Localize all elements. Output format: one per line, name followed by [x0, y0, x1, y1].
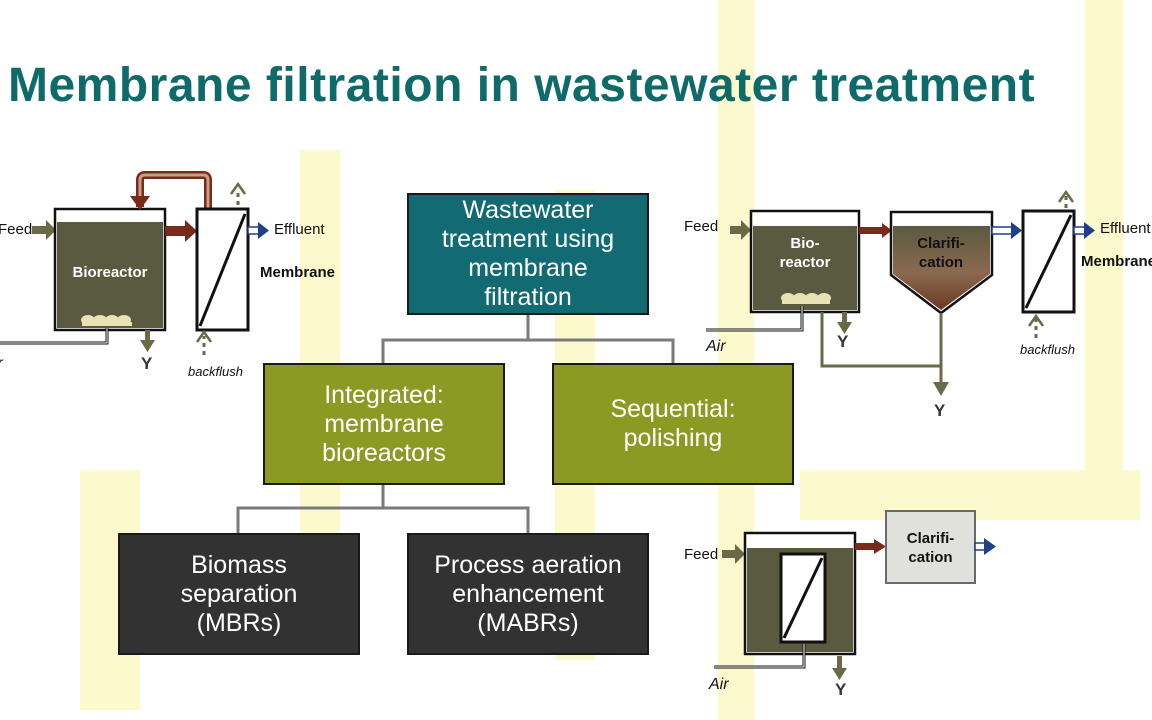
right-backflush-label: backflush: [1020, 342, 1075, 357]
left-y-label: Y: [141, 354, 153, 373]
left-effluent-label: Effluent: [274, 221, 325, 238]
bottom-y-label: Y: [835, 680, 847, 699]
node-sequential-polishing: Sequential: polishing: [552, 363, 794, 485]
root-node-wastewater-treatment: Wastewater treatment using membrane filt…: [407, 193, 649, 315]
aerator-icon: [81, 315, 132, 326]
feed-arrow-icon: [32, 220, 56, 240]
right-membrane-label: Membrane: [1081, 253, 1152, 270]
right-y-label-2: Y: [934, 401, 946, 420]
watermark-stroke-2: [1085, 0, 1123, 520]
node-integrated-membrane-bioreactors: Integrated: membrane bioreactors: [263, 363, 505, 485]
left-bioreactor-label: Bioreactor: [72, 264, 148, 281]
right-feed-label: Feed: [684, 218, 719, 235]
left-feed-label: Feed: [0, 221, 33, 238]
page-title: Membrane filtration in wastewater treatm…: [8, 59, 1036, 112]
right-y-label-1: Y: [837, 332, 849, 351]
left-backflush-label: backflush: [188, 364, 243, 379]
bottom-air-label: Air: [709, 676, 729, 693]
node-process-aeration-enhancement: Process aeration enhancement (MABRs): [407, 533, 649, 655]
arrow-down-icon: [140, 330, 155, 352]
arrow-up-dashed-icon: [202, 190, 240, 355]
bottom-feed-label: Feed: [684, 546, 719, 563]
right-bioreactor-label: Bio- reactor: [779, 235, 831, 271]
aerator-icon: [781, 293, 831, 304]
bottom-clarification-label: Clarifi- cation: [906, 530, 955, 566]
left-air-label: ir: [0, 355, 3, 373]
right-clarification-label: Clarifi- cation: [917, 235, 965, 271]
node-biomass-separation: Biomass separation (MBRs): [118, 533, 360, 655]
right-air-label: Air: [706, 338, 726, 355]
right-effluent-label: Effluent: [1100, 220, 1151, 237]
left-membrane-label: Membrane: [260, 264, 336, 281]
effluent-arrow-icon: [247, 222, 269, 239]
